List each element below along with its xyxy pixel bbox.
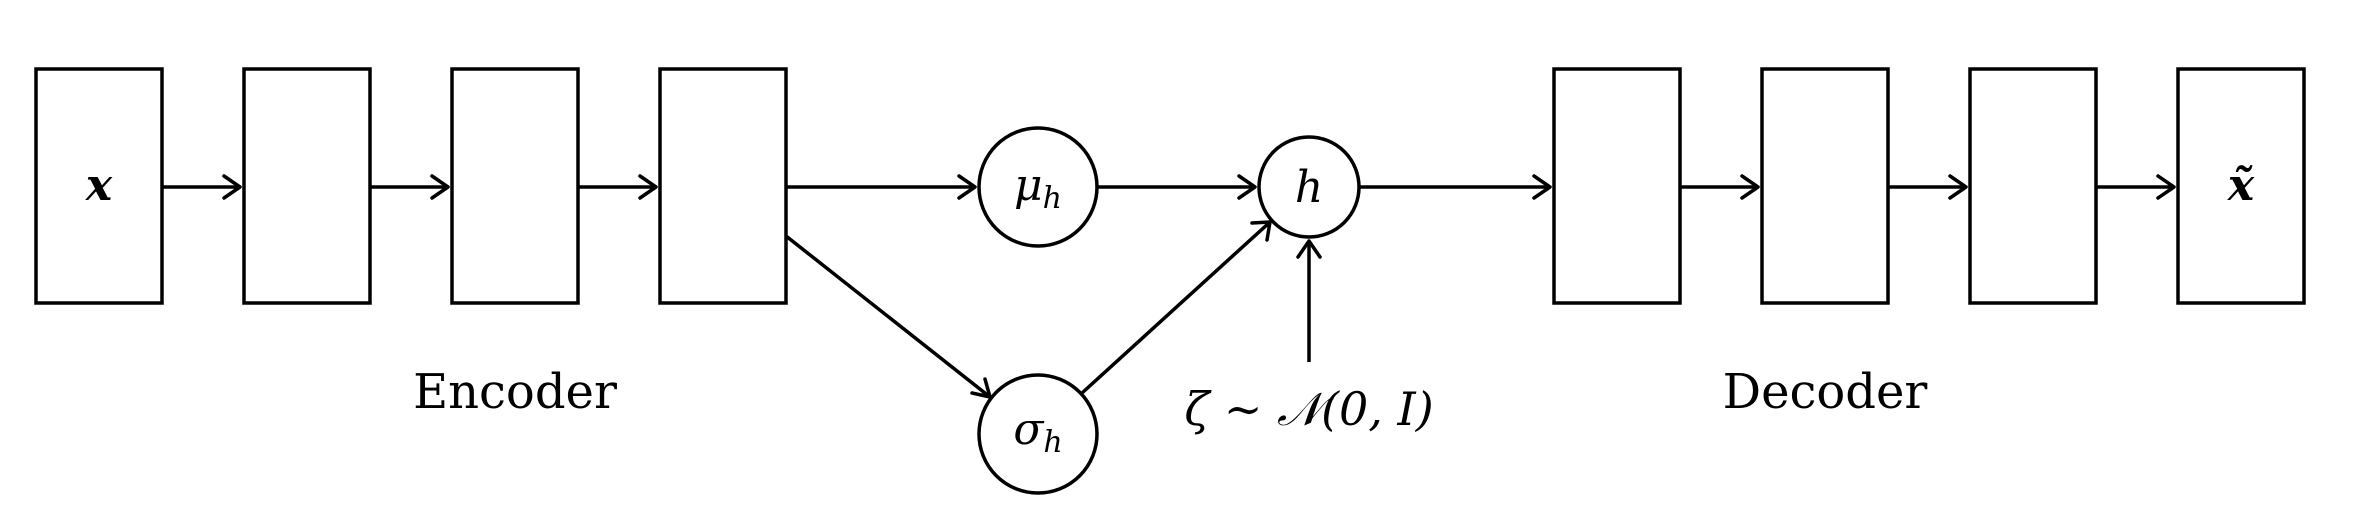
decoder-layer-1 <box>1552 67 1682 305</box>
arrow-input-to-enc1 <box>162 174 242 200</box>
h-label: h <box>1295 162 1323 213</box>
arrow-enc3-to-mu <box>786 174 977 200</box>
arrow-enc3-to-sigma <box>784 234 992 399</box>
sigma-label: σh <box>1013 404 1062 460</box>
arrow-h-to-dec1 <box>1359 174 1552 200</box>
encoder-layer-3 <box>658 67 788 305</box>
encoder-layer-1 <box>242 67 372 305</box>
decoder-label: Decoder <box>1723 364 1928 420</box>
input-box <box>34 67 164 305</box>
decoder-layer-3 <box>1968 67 2098 305</box>
mu-label: μh <box>1014 160 1062 216</box>
output-box <box>2176 67 2306 305</box>
encoder-label: Encoder <box>413 364 617 420</box>
output-label: x̃ <box>2227 160 2255 211</box>
arrow-dec3-to-output <box>2096 174 2176 200</box>
arrow-sigma-to-h <box>1080 220 1272 395</box>
arrow-mu-to-h <box>1097 174 1257 200</box>
arrow-enc2-to-enc3 <box>578 174 658 200</box>
sigma-subscript: h <box>1043 425 1062 460</box>
mu-subscript: h <box>1043 181 1062 216</box>
noise-label: ζ ∼ 𝒩(0, I) <box>1184 382 1433 436</box>
arrow-dec1-to-dec2 <box>1680 174 1760 200</box>
arrow-enc1-to-enc2 <box>370 174 450 200</box>
arrow-dec2-to-dec3 <box>1888 174 1968 200</box>
arrow-noise-to-h <box>1296 239 1322 362</box>
sigma-node <box>977 373 1099 495</box>
encoder-layer-2 <box>450 67 580 305</box>
input-label: x <box>85 160 113 211</box>
decoder-layer-2 <box>1760 67 1890 305</box>
